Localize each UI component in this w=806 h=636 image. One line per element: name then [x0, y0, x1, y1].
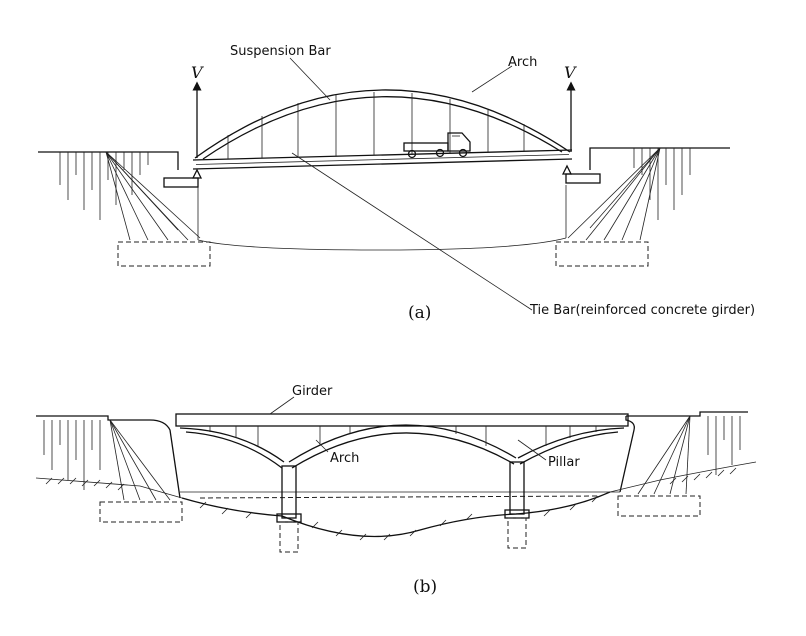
figure-a: Suspension Bar Arch V V Tie Bar(reinforc… [38, 44, 755, 323]
truck-icon [403, 132, 471, 159]
leader-girder [269, 396, 295, 415]
label-reaction-right: V [564, 63, 577, 82]
leader-pillar [517, 439, 547, 461]
pier-right [504, 461, 530, 549]
pier-left [276, 465, 302, 553]
label-tie-bar: Tie Bar(reinforced concrete girder) [529, 303, 755, 318]
right-bank-b [609, 411, 757, 517]
label-reaction-left: V [191, 63, 204, 82]
suspension-bars [227, 92, 525, 159]
figure-b: Girder Arch Pillar (b) [35, 384, 757, 597]
spandrel-pillars [209, 426, 597, 446]
abutment-lines-a [197, 185, 567, 251]
girder-deck [175, 413, 629, 427]
tie-bar-girder [192, 149, 573, 170]
leader-arch-a [471, 65, 513, 93]
river-bed [180, 491, 620, 541]
left-bank-b [35, 415, 183, 523]
leader-tie-bar [291, 152, 533, 311]
label-arch-b: Arch [330, 451, 359, 466]
arch-a [194, 89, 571, 160]
caption-a: (a) [408, 303, 431, 323]
label-girder: Girder [292, 384, 333, 399]
label-pillar: Pillar [548, 455, 580, 470]
label-arch-a: Arch [508, 55, 537, 70]
right-bearing [561, 164, 601, 184]
leader-arch-b [315, 439, 329, 453]
label-suspension-bar: Suspension Bar [230, 44, 331, 59]
caption-b: (b) [413, 577, 437, 597]
left-bearing [163, 168, 203, 188]
leader-suspension-bar [289, 57, 331, 101]
right-bank-a [555, 147, 730, 267]
left-bank-a [38, 151, 211, 267]
